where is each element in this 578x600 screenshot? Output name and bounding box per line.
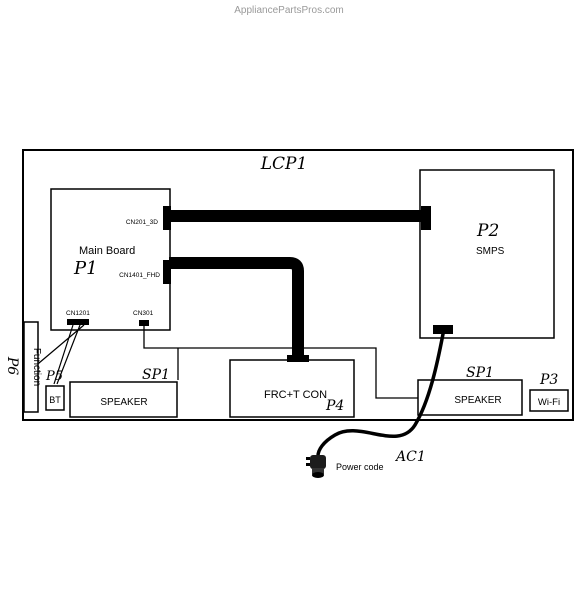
speaker-right: SP1 SPEAKER — [417, 365, 523, 416]
harness-fhd-connector-left — [163, 260, 171, 284]
frc-ref: P4 — [325, 398, 344, 414]
harness-fhd — [163, 257, 309, 362]
bt-ref: P5 — [45, 369, 63, 384]
connector-cn201-label: CN201_3D — [126, 219, 158, 226]
function-panel-outline — [23, 321, 39, 413]
bt-wire-a — [53, 324, 74, 385]
speaker-left-ref: SP1 — [142, 367, 170, 383]
harness-3d — [163, 206, 431, 230]
power-cord-name: Power code — [336, 462, 384, 472]
connector-cn1201-label: CN1201 — [66, 310, 90, 317]
speaker-left-name: SPEAKER — [100, 397, 147, 408]
bt-name: BT — [49, 395, 61, 405]
bt-wire-b — [56, 324, 81, 385]
smps-outline — [419, 169, 555, 339]
frc-board: FRC+T CON P4 — [229, 359, 355, 418]
power-cord-ref: AC1 — [394, 449, 426, 465]
speaker-harness — [143, 326, 418, 399]
connector-cn1401-label: CN1401_FHD — [119, 272, 160, 279]
lcp1-frame — [22, 149, 574, 421]
cn301-connector — [139, 320, 149, 326]
main-board-name: Main Board — [79, 245, 135, 257]
speaker-right-outline — [417, 379, 523, 416]
bt-module: P5 BT — [45, 369, 65, 411]
wifi-module: P3 Wi-Fi — [529, 372, 569, 412]
harness-3d-connector-right — [421, 206, 431, 230]
function-panel-ref: P6 — [4, 356, 20, 375]
bt-outline — [45, 385, 65, 411]
main-board: Main Board P1 CN201_3D CN1401_FHD CN1201… — [50, 188, 171, 331]
cn1201-connector — [67, 319, 89, 325]
harness-3d-connector-left — [163, 206, 171, 230]
function-panel-name: Function — [31, 348, 42, 386]
wifi-name: Wi-Fi — [538, 397, 560, 408]
harness-3d-cable — [169, 210, 423, 222]
connector-cn301-label: CN301 — [133, 310, 154, 317]
lcp1-label: LCP1 — [260, 154, 308, 174]
function-wire — [38, 324, 85, 364]
frc-outline — [229, 359, 355, 418]
harness-fhd-connector-bottom — [287, 355, 309, 362]
power-plug-icon — [306, 455, 326, 478]
frc-name: FRC+T CON — [264, 389, 327, 401]
smps-name: SMPS — [476, 246, 505, 257]
wifi-ref: P3 — [539, 372, 558, 388]
main-board-ref: P1 — [73, 258, 98, 279]
watermark-text: AppliancePartsPros.com — [234, 5, 344, 16]
power-cord: Power code AC1 — [306, 325, 453, 478]
smps-power-connector — [433, 325, 453, 334]
harness-fhd-cable — [169, 257, 304, 358]
speaker-right-ref: SP1 — [466, 365, 494, 381]
power-cord-cable — [316, 332, 445, 458]
speaker-right-name: SPEAKER — [454, 395, 501, 406]
speaker-left-outline — [69, 381, 178, 418]
speaker-left: SP1 SPEAKER — [69, 367, 178, 418]
main-board-outline — [50, 188, 171, 331]
function-panel: Function P6 — [4, 321, 42, 413]
wifi-outline — [529, 389, 569, 412]
smps-ref: P2 — [476, 221, 499, 241]
smps-board: P2 SMPS — [419, 169, 555, 339]
